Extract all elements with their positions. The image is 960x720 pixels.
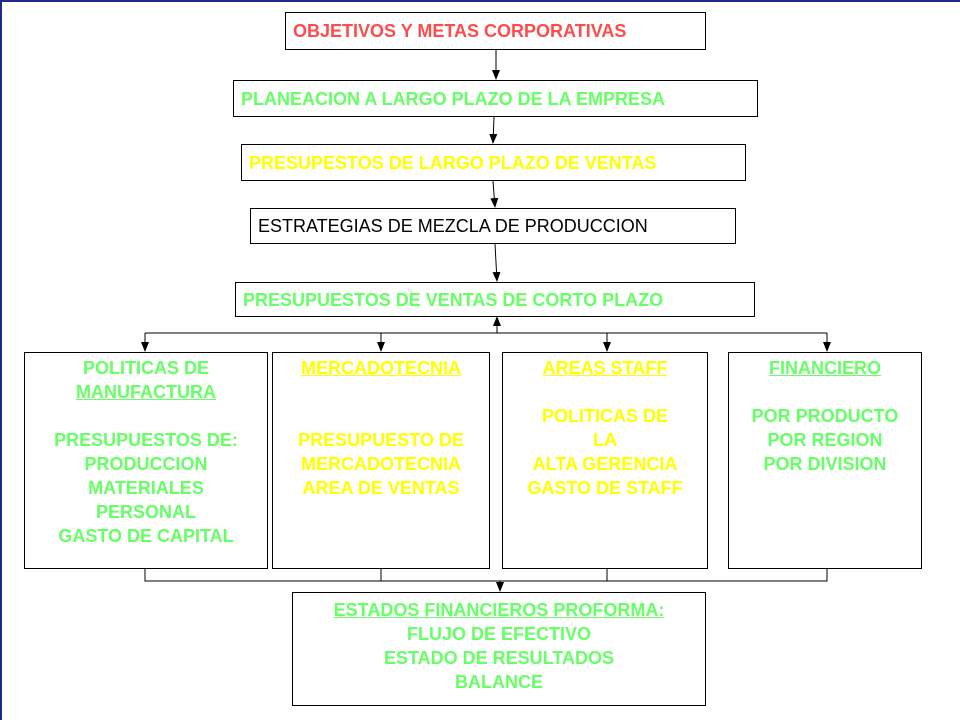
mercadotecnia-line: MERCADOTECNIA — [301, 454, 461, 474]
proforma-line: FLUJO DE EFECTIVO — [406, 624, 592, 644]
objetivos-box: OBJETIVOS Y METAS CORPORATIVAS — [285, 12, 706, 50]
arrow-presupestos-to-estrategias — [490, 180, 499, 208]
staff-box: AREAS STAFF POLITICAS DE LA ALTA GERENCI… — [502, 352, 708, 569]
collector-line — [144, 569, 828, 582]
presupuestos-corto-label: PRESUPUESTOS DE VENTAS DE CORTO PLAZO — [243, 289, 664, 310]
proforma-title: ESTADOS FINANCIEROS PROFORMA: — [333, 600, 665, 620]
staff-line: LA — [593, 430, 617, 450]
staff-line: ALTA GERENCIA — [532, 454, 678, 474]
manufactura-line: GASTO DE CAPITAL — [58, 526, 234, 546]
planeacion-box: PLANEACION A LARGO PLAZO DE LA EMPRESA — [233, 80, 758, 117]
manufactura-title-line-1: POLITICAS DE — [82, 358, 209, 378]
manufactura-box: POLITICAS DE MANUFACTURA PRESUPUESTOS DE… — [24, 352, 268, 569]
manufactura-line: PRESUPUESTOS DE: — [54, 430, 238, 450]
presupestos-largo-box: PRESUPESTOS DE LARGO PLAZO DE VENTAS — [241, 144, 746, 181]
presupestos-largo-label: PRESUPESTOS DE LARGO PLAZO DE VENTAS — [249, 152, 657, 173]
proforma-line: ESTADO DE RESULTADOS — [383, 648, 614, 668]
mercadotecnia-box: MERCADOTECNIA PRESUPUESTO DE MERCADOTECN… — [272, 352, 490, 569]
proforma-line: BALANCE — [455, 672, 543, 692]
manufactura-title-line-2: MANUFACTURA — [76, 382, 216, 402]
staff-title: AREAS STAFF — [542, 358, 668, 378]
proforma-box: ESTADOS FINANCIEROS PROFORMA: FLUJO DE E… — [292, 592, 706, 706]
objetivos-label: OBJETIVOS Y METAS CORPORATIVAS — [293, 21, 627, 41]
staff-line: POLITICAS DE — [541, 406, 668, 426]
staff-line: GASTO DE STAFF — [527, 478, 683, 498]
financiero-title: FINANCIERO — [769, 358, 881, 378]
mercadotecnia-line: PRESUPUESTO DE — [298, 430, 464, 450]
financiero-line: POR PRODUCTO — [751, 406, 899, 426]
mercadotecnia-line: AREA DE VENTAS — [302, 478, 460, 498]
manufactura-line: PERSONAL — [95, 502, 196, 522]
arrow-estrategias-to-corto-plazo — [492, 243, 501, 282]
arrow-planeacion-to-presupestos — [489, 116, 498, 144]
financiero-box: FINANCIERO POR PRODUCTO POR REGION POR D… — [728, 352, 922, 569]
estrategias-label: ESTRATEGIAS DE MEZCLA DE PRODUCCION — [258, 216, 648, 236]
estrategias-box: ESTRATEGIAS DE MEZCLA DE PRODUCCION — [250, 208, 736, 244]
presupuestos-corto-box: PRESUPUESTOS DE VENTAS DE CORTO PLAZO — [235, 282, 755, 317]
financiero-line: POR REGION — [767, 430, 883, 450]
mercadotecnia-title: MERCADOTECNIA — [301, 358, 461, 378]
financiero-line: POR DIVISION — [763, 454, 887, 474]
manufactura-line: PRODUCCION — [84, 454, 208, 474]
planeacion-label: PLANEACION A LARGO PLAZO DE LA EMPRESA — [241, 88, 666, 109]
manufactura-line: MATERIALES — [88, 478, 204, 498]
